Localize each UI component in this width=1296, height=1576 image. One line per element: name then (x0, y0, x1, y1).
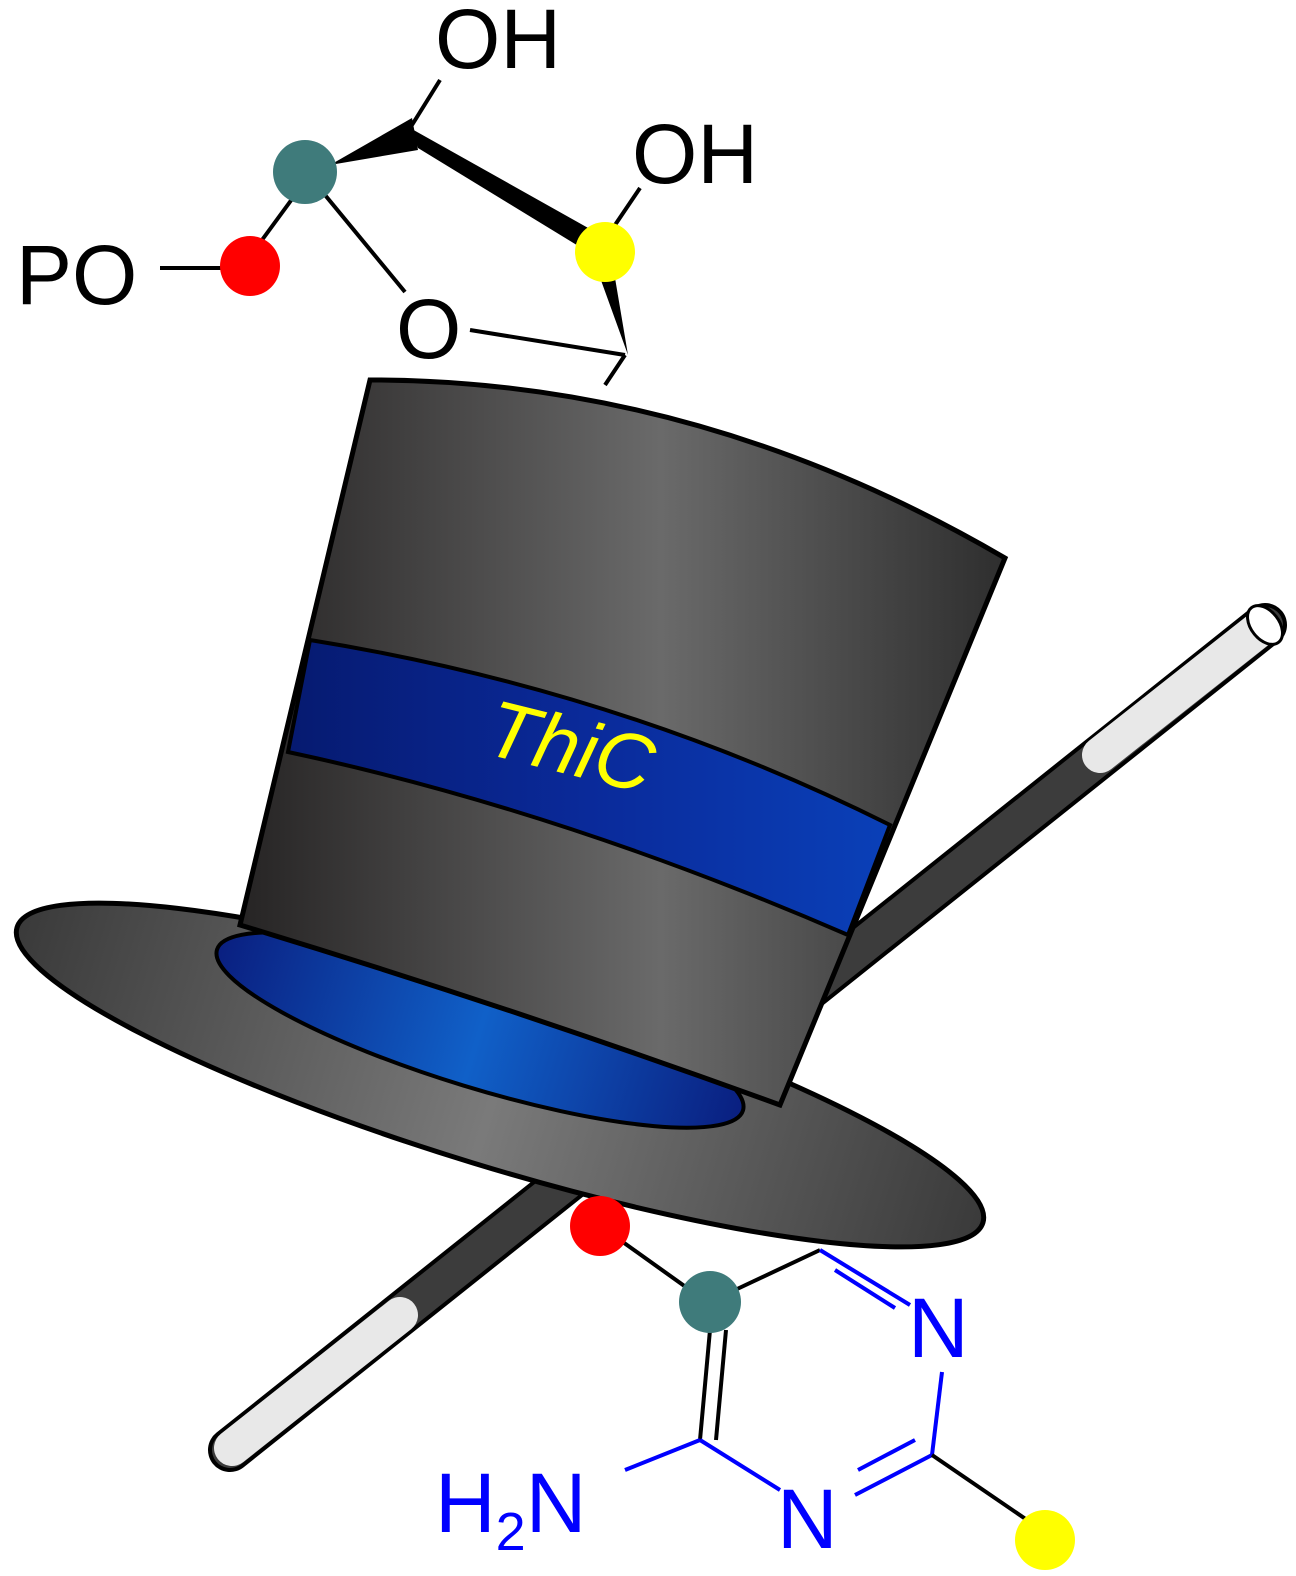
label-n-lower: N (777, 1472, 838, 1566)
bold-bond (410, 128, 606, 258)
wedge-bond (330, 118, 418, 165)
red-atom (220, 236, 280, 296)
yellow-atom (575, 222, 635, 282)
label-amine: H2N (435, 1456, 586, 1562)
label-ring-o: O (396, 282, 461, 376)
wedge-bond (598, 272, 628, 355)
teal-atom (273, 140, 337, 204)
yellow-atom (1015, 1510, 1075, 1570)
label-po: PO (16, 228, 137, 322)
red-atom (570, 1196, 630, 1256)
hat-band (285, 637, 893, 938)
ribose-bonds (160, 78, 642, 387)
label-oh-top: OH (435, 0, 561, 86)
teal-atom (679, 1271, 741, 1333)
label-oh-right: OH (632, 107, 758, 201)
pyrimidine-bonds (618, 1238, 1032, 1524)
label-n-upper: N (908, 1281, 969, 1375)
